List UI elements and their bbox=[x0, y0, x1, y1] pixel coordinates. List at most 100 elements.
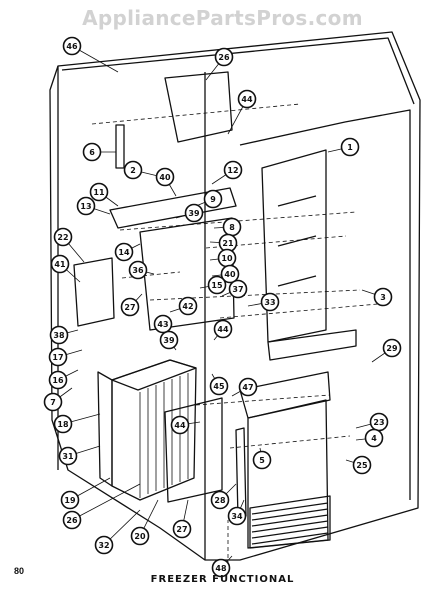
callout-circle bbox=[203, 189, 223, 209]
callout-2: 2 bbox=[123, 160, 159, 180]
callout-label: 1 bbox=[347, 143, 353, 152]
callout-label: 25 bbox=[356, 461, 368, 470]
callout-14: 14 bbox=[114, 242, 141, 262]
callout-23: 23 bbox=[355, 412, 389, 432]
callout-40: 40 bbox=[211, 264, 240, 284]
callout-circle bbox=[260, 292, 280, 312]
coil-side-panel bbox=[97, 371, 113, 487]
callout-circle bbox=[209, 376, 229, 396]
callout-label: 17 bbox=[52, 353, 63, 362]
callout-label: 44 bbox=[217, 325, 229, 334]
callout-circle bbox=[237, 89, 257, 109]
callout-label: 33 bbox=[264, 298, 275, 307]
callout-label: 40 bbox=[224, 270, 236, 279]
callout-label: 40 bbox=[159, 173, 171, 182]
callout-circle bbox=[48, 347, 68, 367]
callout-44: 44 bbox=[170, 415, 201, 435]
callout-circle bbox=[228, 279, 248, 299]
callout-label: 2 bbox=[130, 166, 136, 175]
damper-bracket bbox=[109, 187, 237, 229]
callout-circle bbox=[123, 160, 143, 180]
callout-circle bbox=[238, 377, 258, 397]
callout-label: 13 bbox=[80, 202, 91, 211]
callout-label: 10 bbox=[221, 254, 233, 263]
callout-label: 7 bbox=[50, 398, 56, 407]
callout-label: 4 bbox=[371, 434, 377, 443]
callout-label: 45 bbox=[213, 382, 225, 391]
grille bbox=[249, 495, 331, 549]
callout-circle bbox=[373, 287, 393, 307]
callout-label: 38 bbox=[53, 331, 65, 340]
callout-29: 29 bbox=[371, 338, 402, 363]
callout-circle bbox=[89, 182, 109, 202]
callout-circle bbox=[120, 297, 140, 317]
callout-circle bbox=[43, 392, 63, 412]
callout-leader-line bbox=[71, 483, 141, 521]
callout-circle bbox=[159, 330, 179, 350]
callout-label: 37 bbox=[232, 285, 243, 294]
page-number: 80 bbox=[14, 566, 25, 576]
callout-circle bbox=[76, 196, 96, 216]
callout-circle bbox=[252, 450, 272, 470]
callout-label: 27 bbox=[176, 525, 187, 534]
callout-label: 36 bbox=[132, 266, 144, 275]
callout-label: 9 bbox=[210, 195, 216, 204]
callout-circle bbox=[220, 264, 240, 284]
callout-circle bbox=[170, 415, 190, 435]
callout-circle bbox=[227, 506, 247, 526]
callout-11: 11 bbox=[89, 182, 119, 207]
callout-32: 32 bbox=[94, 509, 141, 555]
callout-label: 20 bbox=[134, 532, 146, 541]
callout-label: 8 bbox=[229, 223, 235, 232]
callout-label: 32 bbox=[98, 541, 109, 550]
callout-label: 28 bbox=[214, 496, 226, 505]
callout-circle bbox=[178, 296, 198, 316]
callout-circle bbox=[130, 526, 150, 546]
callout-46: 46 bbox=[62, 36, 119, 73]
callout-label: 26 bbox=[66, 516, 78, 525]
callout-circle bbox=[184, 203, 204, 223]
callout-circle bbox=[352, 455, 372, 475]
back-plate bbox=[261, 149, 327, 343]
callout-34: 34 bbox=[227, 499, 247, 526]
callout-label: 18 bbox=[57, 420, 69, 429]
callout-label: 34 bbox=[231, 512, 243, 521]
diagram-title: FREEZER FUNCTIONAL bbox=[150, 574, 295, 585]
callout-circle bbox=[153, 314, 173, 334]
callout-label: 19 bbox=[64, 496, 76, 505]
coil-cover bbox=[164, 397, 223, 503]
callout-10: 10 bbox=[209, 248, 237, 268]
callout-16: 16 bbox=[48, 369, 79, 390]
callout-label: 39 bbox=[188, 209, 200, 218]
callout-8: 8 bbox=[213, 217, 242, 237]
callout-39: 39 bbox=[175, 203, 204, 223]
callout-26: 26 bbox=[62, 483, 141, 530]
callout-4: 4 bbox=[355, 428, 384, 448]
callout-label: 41 bbox=[54, 260, 66, 269]
callout-circle bbox=[50, 254, 70, 274]
machine-cover-flange bbox=[239, 371, 331, 419]
cabinet-top-edge bbox=[61, 37, 415, 105]
callout-17: 17 bbox=[48, 347, 83, 367]
callout-circle bbox=[213, 319, 233, 339]
callout-27: 27 bbox=[120, 293, 143, 317]
heater-strip bbox=[115, 124, 125, 169]
callout-label: 44 bbox=[241, 95, 253, 104]
callout-12: 12 bbox=[211, 160, 243, 185]
callout-label: 14 bbox=[118, 248, 130, 257]
callout-18: 18 bbox=[53, 413, 101, 434]
callout-circle bbox=[207, 275, 227, 295]
callout-circle bbox=[214, 47, 234, 67]
cabinet-inner-back bbox=[239, 109, 411, 500]
callout-25: 25 bbox=[345, 455, 372, 475]
callout-3: 3 bbox=[361, 287, 393, 307]
callout-37: 37 bbox=[221, 279, 248, 299]
callout-41: 41 bbox=[50, 254, 81, 283]
callout-label: 26 bbox=[218, 53, 230, 62]
callout-label: 43 bbox=[157, 320, 168, 329]
callout-19: 19 bbox=[60, 477, 111, 510]
callout-circle bbox=[128, 260, 148, 280]
watermark: AppliancePartsPros.com bbox=[82, 6, 363, 30]
callout-label: 5 bbox=[259, 456, 265, 465]
